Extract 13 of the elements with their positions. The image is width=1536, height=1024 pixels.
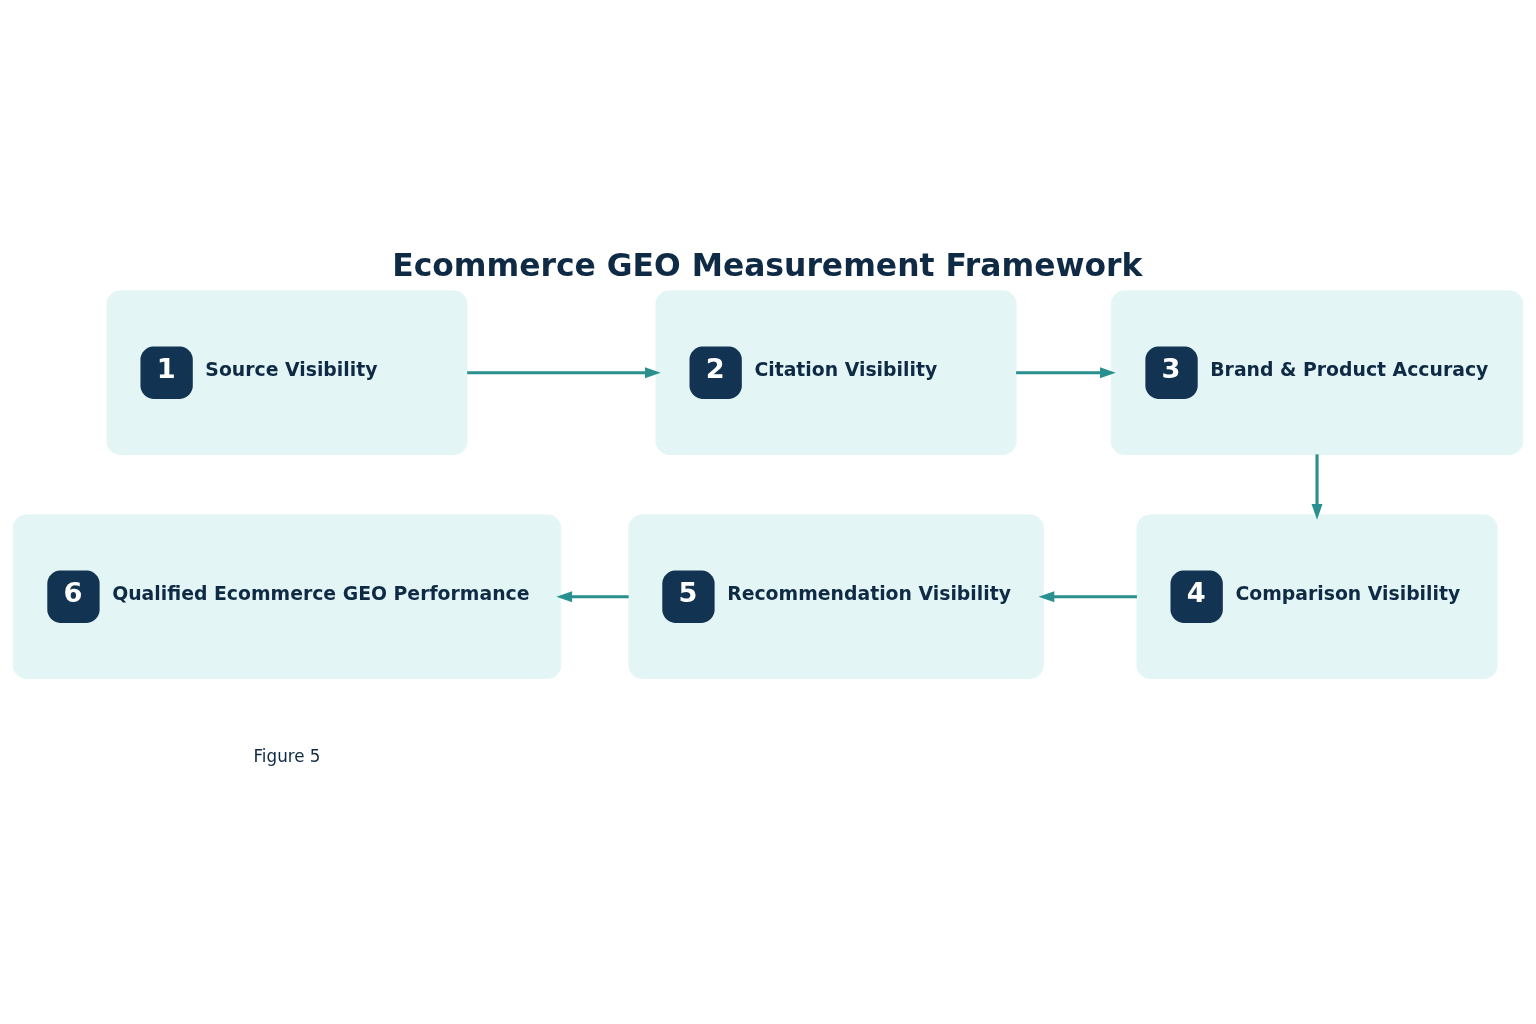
arrow (1038, 590, 1137, 602)
label: Figure 5 (253, 745, 321, 766)
diagram-title: Ecommerce GEO Measurement Framework (392, 246, 1143, 283)
node-box: 3 Brand & Product Accuracy (1110, 290, 1524, 455)
node-box: 1 Source Visibility (106, 290, 468, 455)
node-box: 2 Citation Visibility (655, 290, 1017, 455)
node-box: 4 Comparison Visibility (1136, 514, 1498, 679)
arrow (467, 366, 661, 378)
arrow (1311, 453, 1323, 520)
node-box: 6 Qualified Ecommerce GEO Performance (12, 514, 562, 679)
arrow (556, 590, 629, 602)
arrow (1016, 366, 1116, 378)
node-box: 5 Recommendation Visibility (628, 514, 1044, 679)
